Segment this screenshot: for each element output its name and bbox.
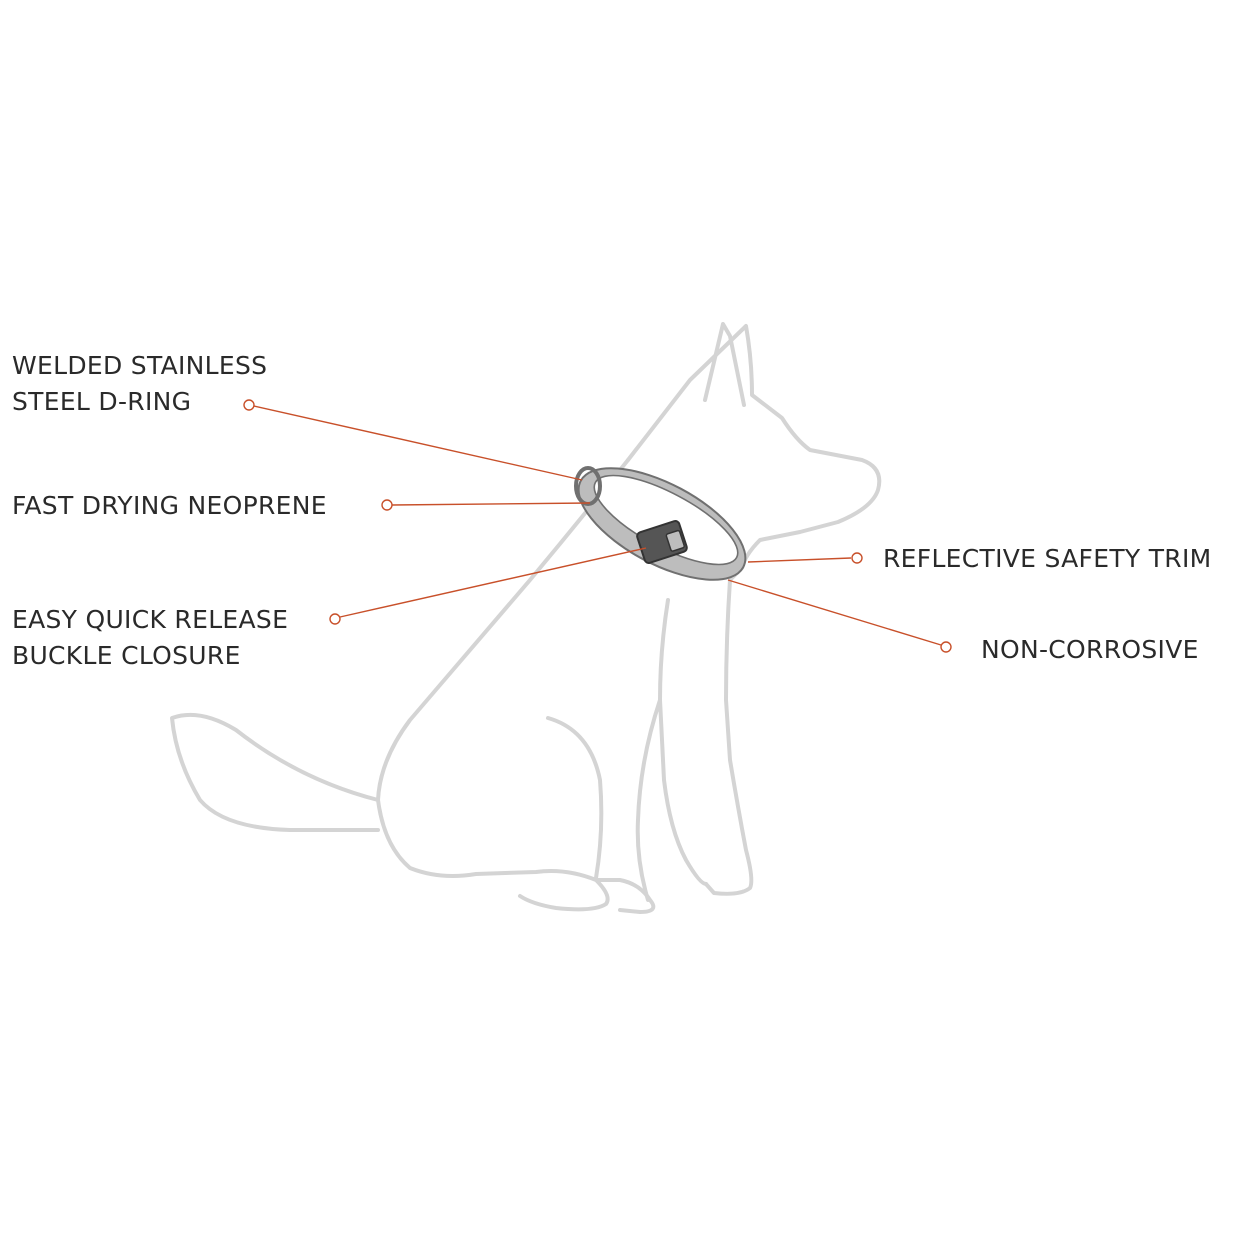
callout-neoprene-line1: FAST DRYING NEOPRENE — [12, 491, 327, 520]
leader-lines — [243, 399, 952, 653]
dog-haunch — [546, 716, 604, 880]
callout-buckle-line1: EASY QUICK RELEASE — [12, 605, 289, 634]
dog-front-leg — [635, 598, 708, 902]
callout-neoprene: FAST DRYING NEOPRENE — [12, 488, 327, 524]
buckle-slot — [665, 529, 685, 552]
callout-d-ring-line2: STEEL D-RING — [12, 387, 192, 416]
leader-dot-neoprene — [381, 499, 393, 511]
collar-illustration — [574, 466, 747, 581]
dog-head-outline — [626, 324, 882, 896]
leader-line-reflective — [747, 557, 852, 563]
dog-back-line — [376, 458, 630, 802]
callout-buckle: EASY QUICK RELEASE BUCKLE CLOSURE — [12, 602, 288, 674]
leader-dot-d-ring — [243, 399, 255, 411]
callout-non-corrosive-line1: NON-CORROSIVE — [981, 635, 1199, 664]
dog-hind-leg — [376, 798, 656, 914]
callout-d-ring-line1: WELDED STAINLESS — [12, 351, 268, 380]
dog-back-ear — [703, 322, 746, 407]
dog-illustration — [170, 322, 882, 914]
callout-reflective-line1: REFLECTIVE SAFETY TRIM — [883, 544, 1212, 573]
leader-dot-non-corrosive — [940, 641, 952, 653]
leader-line-buckle — [339, 547, 647, 618]
dog-tail — [170, 712, 380, 832]
leader-line-non-corrosive — [727, 579, 942, 646]
callout-non-corrosive: NON-CORROSIVE — [981, 632, 1199, 668]
d-ring-icon — [574, 466, 602, 506]
callout-reflective: REFLECTIVE SAFETY TRIM — [883, 541, 1212, 577]
leader-line-d-ring — [253, 405, 583, 481]
callout-d-ring: WELDED STAINLESS STEEL D-RING — [12, 348, 267, 420]
leader-line-neoprene — [391, 502, 591, 506]
callout-buckle-line2: BUCKLE CLOSURE — [12, 641, 241, 670]
leader-dot-reflective — [851, 552, 863, 564]
leader-dot-buckle — [329, 613, 341, 625]
